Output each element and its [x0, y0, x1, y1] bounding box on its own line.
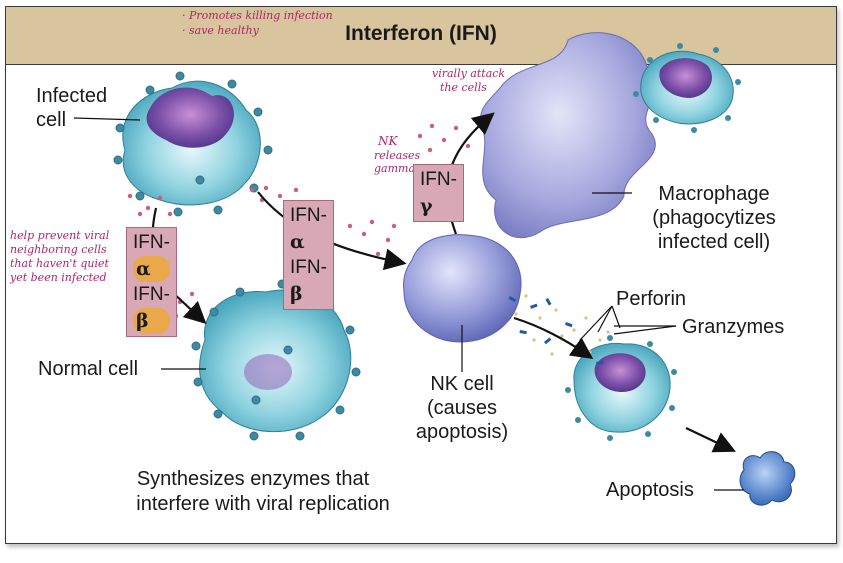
- apoptosis-label: Apoptosis: [606, 479, 694, 501]
- infected-cell-label-1: Infected: [36, 85, 108, 107]
- nk-cell-label-3: apoptosis): [415, 421, 509, 443]
- normal-cell-label: Normal cell: [38, 358, 139, 380]
- leader-lines: [73, 117, 744, 491]
- note-help-4: yet been infected: [10, 271, 107, 284]
- granule-particles: [508, 294, 610, 365]
- note-virally-attack-1: virally attack: [432, 67, 506, 80]
- ifn-beta-label-middle: IFN-β: [290, 257, 327, 305]
- note-save-healthy: · save healthy: [182, 24, 259, 37]
- note-help-2: neighboring cells: [10, 243, 107, 256]
- ifn-gamma-box: IFN-γ: [413, 164, 464, 222]
- ifn-gamma-label: IFN-γ: [420, 169, 457, 217]
- note-help-1: help prevent viral: [10, 229, 110, 242]
- arrow-nk-to-target: [513, 316, 594, 360]
- note-nk-2: releases: [374, 149, 421, 162]
- synthesizes-label-1: Synthesizes enzymes that: [136, 468, 370, 490]
- granzymes-label: Granzymes: [682, 316, 785, 338]
- ifn-alpha-label-middle: IFN-α: [290, 205, 327, 253]
- infected-cell-label-2: cell: [36, 109, 67, 131]
- ifn-alpha-beta-box-middle: IFN-α IFN-β: [283, 200, 334, 310]
- figure-title: Interferon (IFN): [345, 22, 497, 45]
- nk-cell-label-2: (causes: [426, 397, 498, 419]
- synthesizes-label-2: interfere with viral replication: [136, 493, 390, 515]
- macrophage-label-1: Macrophage: [658, 183, 770, 205]
- macrophage-label-2: (phagocytizes: [652, 207, 776, 229]
- nk-cell-label-1: NK cell: [430, 373, 494, 395]
- ifn-beta-label-left: IFN-β: [133, 284, 170, 334]
- perforin-label: Perforin: [616, 288, 687, 310]
- arrow-target-to-apoptosis: [685, 427, 736, 453]
- macrophage-label-3: infected cell): [657, 231, 771, 253]
- apoptotic-cell: [739, 451, 796, 506]
- note-nk-1: NK: [378, 134, 398, 148]
- note-help-3: that haven't quiet: [10, 257, 109, 270]
- note-nk-3: gamma: [374, 162, 416, 175]
- macrophage: [480, 32, 656, 239]
- target-cell: [565, 335, 677, 441]
- note-promotes: · Promotes killing infection: [182, 9, 333, 22]
- note-virally-attack-2: the cells: [440, 81, 487, 94]
- ifn-alpha-beta-box-left: IFN-α IFN-β: [126, 227, 177, 337]
- infected-cell: [113, 71, 273, 217]
- infected-cell-small: [633, 43, 741, 133]
- nk-cell: [403, 234, 522, 343]
- ifn-alpha-label-left: IFN-α: [133, 232, 170, 282]
- normal-cell: [191, 279, 361, 441]
